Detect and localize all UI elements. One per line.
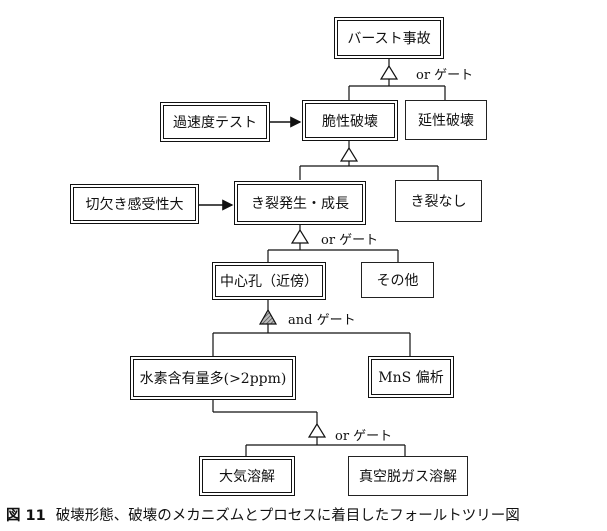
center-bore-box: 中心孔（近傍） — [212, 262, 326, 300]
or-gate-label-5: or ゲート — [335, 429, 393, 444]
and-gate — [258, 308, 278, 325]
notch-sensitivity-label: 切欠き感受性大 — [85, 197, 184, 213]
other-label: その他 — [376, 273, 419, 289]
ductile-fracture-label: 延性破壊 — [418, 113, 474, 129]
brittle-fracture-box: 脆性破壊 — [302, 100, 398, 141]
or-gate-3 — [290, 228, 310, 244]
vacuum-degassing-box: 真空脱ガス溶解 — [348, 456, 468, 496]
other-box: その他 — [361, 262, 434, 298]
notch-sensitivity-box: 切欠き感受性大 — [70, 184, 199, 224]
hydrogen-content-box: 水素含有量多(>2ppm) — [130, 356, 296, 400]
vacuum-degassing-label: 真空脱ガス溶解 — [359, 469, 457, 485]
figure-caption-text: 破壊形態、破壊のメカニズムとプロセスに着目したフォールトツリー図 — [55, 508, 520, 524]
top-event-box: バースト事故 — [334, 17, 444, 59]
mns-segregation-label: MnS 偏析 — [378, 370, 444, 386]
mns-segregation-box: MnS 偏析 — [368, 356, 454, 398]
or-gate-label-3: or ゲート — [321, 233, 379, 248]
or-gate-5 — [307, 422, 327, 438]
brittle-fracture-label: 脆性破壊 — [322, 113, 378, 130]
ductile-fracture-box: 延性破壊 — [405, 100, 487, 140]
or-gate-label-1: or ゲート — [416, 68, 474, 83]
atmospheric-melting-box: 大気溶解 — [199, 456, 295, 496]
figure-caption: 図 11 破壊形態、破壊のメカニズムとプロセスに着目したフォールトツリー図 — [6, 504, 520, 525]
crack-growth-box: き裂発生・成長 — [234, 181, 366, 225]
overspeed-test-box: 過速度テスト — [160, 102, 270, 142]
or-gate-2 — [339, 146, 359, 162]
crack-growth-label: き裂発生・成長 — [251, 196, 349, 212]
center-bore-label: 中心孔（近傍） — [220, 274, 318, 290]
hydrogen-content-label: 水素含有量多(>2ppm) — [139, 371, 287, 387]
top-event-label: バースト事故 — [347, 31, 431, 47]
or-gate-1 — [379, 64, 399, 80]
atmospheric-melting-label: 大気溶解 — [219, 469, 275, 485]
and-gate-label: and ゲート — [288, 313, 356, 328]
figure-number: 図 11 — [6, 508, 46, 524]
no-crack-box: き裂なし — [395, 180, 482, 222]
overspeed-test-label: 過速度テスト — [173, 115, 257, 131]
no-crack-label: き裂なし — [410, 194, 467, 210]
